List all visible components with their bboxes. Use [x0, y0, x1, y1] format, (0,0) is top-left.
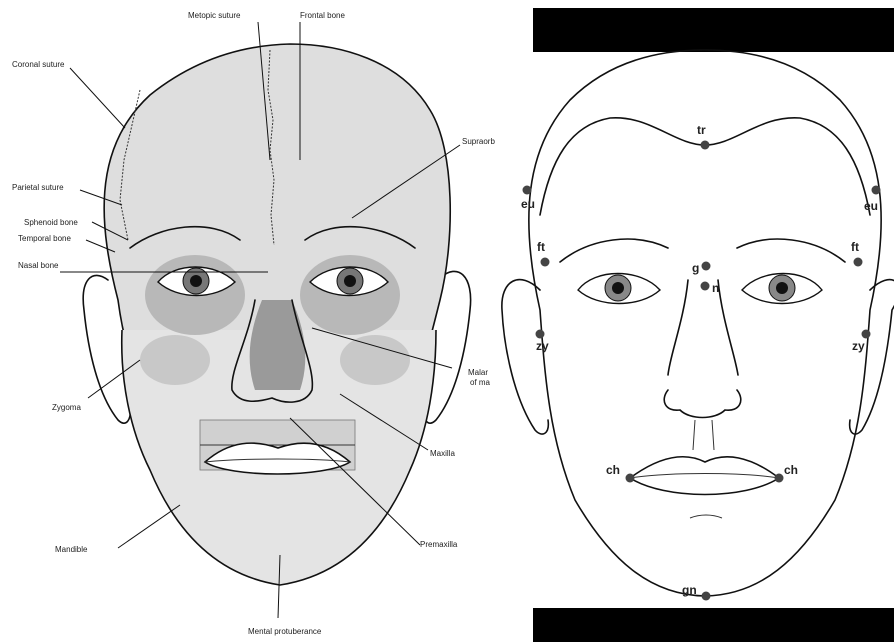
face-nose: [664, 280, 741, 418]
label-parietal-suture: Parietal suture: [12, 183, 64, 192]
label-ch-left: ch: [606, 463, 620, 477]
face-right-eyebrow: [737, 239, 845, 262]
face-right-pupil: [776, 282, 788, 294]
label-zy-right: zy: [852, 339, 865, 353]
leader-coronal: [70, 68, 125, 128]
label-zy-left: zy: [536, 339, 549, 353]
label-temporal-bone: Temporal bone: [18, 234, 71, 243]
dot-ch-right: [775, 474, 784, 483]
dot-zy-right: [862, 330, 871, 339]
right-cheek-shade: [340, 335, 410, 385]
label-premaxilla: Premaxilla: [420, 540, 458, 549]
label-frontal-bone: Frontal bone: [300, 11, 345, 20]
nasal-cavity: [250, 300, 306, 390]
label-gn: gn: [682, 583, 697, 597]
label-metopic-suture: Metopic suture: [188, 11, 241, 20]
label-n: n: [712, 281, 719, 295]
label-ch-right: ch: [784, 463, 798, 477]
label-maxilla: Maxilla: [430, 449, 455, 458]
label-eu-left: eu: [521, 197, 535, 211]
label-malar-2: of ma: [470, 378, 491, 387]
face-left-ear: [502, 280, 548, 434]
dot-gn: [702, 592, 711, 601]
left-pupil: [190, 275, 202, 287]
label-mental-protuberance: Mental protuberance: [248, 627, 322, 636]
leader-mandible: [118, 505, 180, 548]
label-zygoma: Zygoma: [52, 403, 81, 412]
label-ft-right: ft: [851, 240, 859, 254]
label-mandible: Mandible: [55, 545, 88, 554]
label-sphenoid-bone: Sphenoid bone: [24, 218, 78, 227]
chin-crease: [690, 515, 722, 518]
label-eu-right: eu: [864, 199, 878, 213]
label-malar-1: Malar: [468, 368, 488, 377]
dot-ch-left: [626, 474, 635, 483]
left-cheek-shade: [140, 335, 210, 385]
dot-zy-left: [536, 330, 545, 339]
dot-ft-left: [541, 258, 550, 267]
top-black-bar: [533, 8, 894, 52]
label-g: g: [692, 261, 699, 275]
dot-tr: [701, 141, 710, 150]
skull-panel: Metopic suture Frontal bone Coronal sutu…: [12, 11, 495, 636]
face-left-pupil: [612, 282, 624, 294]
right-pupil: [344, 275, 356, 287]
dot-eu-left: [523, 186, 532, 195]
face-left-eyebrow: [560, 239, 668, 262]
dot-ft-right: [854, 258, 863, 267]
dot-eu-right: [872, 186, 881, 195]
label-supraorb: Supraorb: [462, 137, 495, 146]
bottom-black-bar: [533, 608, 894, 642]
label-nasal-bone: Nasal bone: [18, 261, 59, 270]
dot-n: [701, 282, 710, 291]
philtrum: [693, 420, 714, 450]
label-tr: tr: [697, 123, 706, 137]
dot-g: [702, 262, 711, 271]
face-panel: tr eu eu ft ft g n zy zy ch ch gn: [502, 8, 894, 642]
label-coronal-suture: Coronal suture: [12, 60, 65, 69]
label-ft-left: ft: [537, 240, 545, 254]
